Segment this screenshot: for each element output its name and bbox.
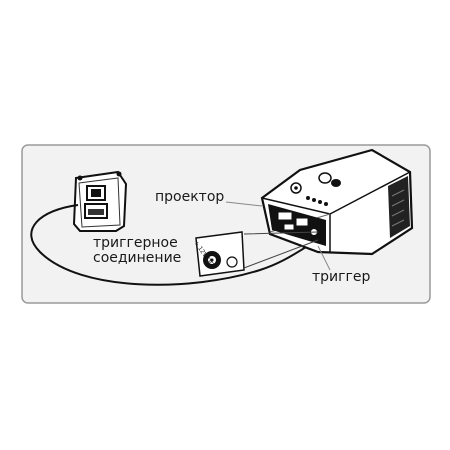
trigger-connection-label-line1: триггерное: [93, 235, 178, 251]
projector-leader-line: [225, 201, 263, 207]
trigger-connection-label: триггерное соединение: [93, 236, 181, 266]
trigger-leader-line: [317, 245, 331, 271]
trigger-connection-label-line2: соединение: [93, 250, 182, 266]
screen-device: [72, 170, 128, 232]
trigger-jack-callout: [195, 231, 319, 277]
trigger-cable: [30, 204, 319, 286]
trigger-label: триггер: [312, 269, 371, 285]
projector-device: [260, 148, 414, 256]
projector-label: проектор: [155, 189, 225, 205]
